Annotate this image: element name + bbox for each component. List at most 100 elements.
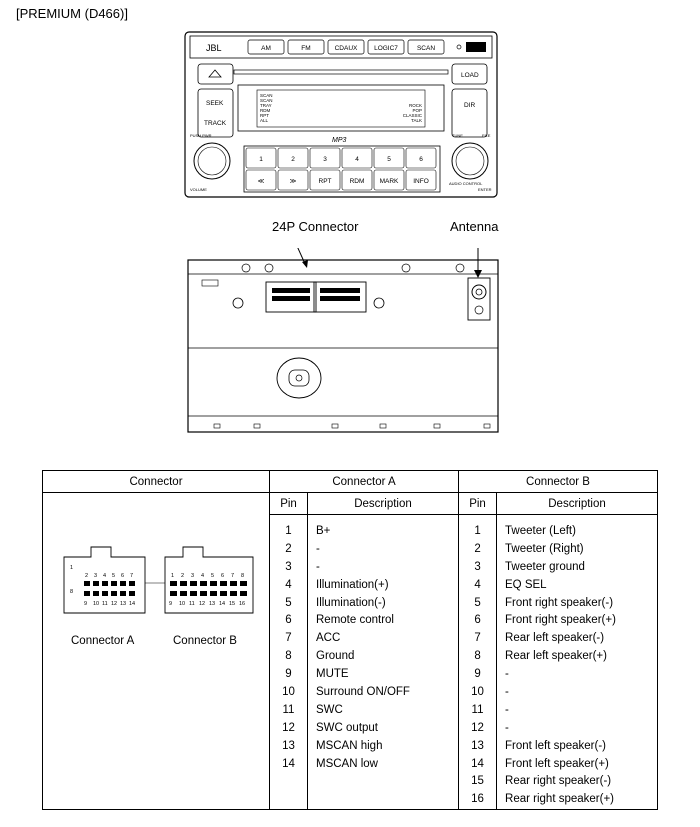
function-button-frame [245, 169, 277, 191]
pin-description: Rear right speaker(-) [505, 775, 612, 788]
preset-button-frame [405, 147, 437, 169]
header-connector: Connector [42, 470, 270, 493]
pin-description: Tweeter ground [505, 560, 585, 573]
volume-label: VOLUME [190, 187, 207, 192]
preset-label: 6 [419, 156, 423, 163]
pin-cell [102, 591, 108, 596]
pin-label: 10 [179, 601, 185, 607]
pin-number: 5 [474, 596, 481, 609]
pin-description: Rear left speaker(-) [505, 632, 605, 645]
pin-description: Surround ON/OFF [316, 686, 410, 699]
pin-label: 2 [85, 573, 88, 579]
desc-header-b: Description [496, 492, 659, 515]
pin-number: 12 [282, 721, 295, 734]
top-button-frame [407, 39, 445, 55]
pin-label: 14 [129, 601, 135, 607]
pin-number: 6 [474, 614, 481, 627]
pin-description: Front left speaker(+) [505, 757, 609, 770]
display-mode-label: RPT [260, 113, 269, 118]
pin-number: 2 [285, 542, 292, 555]
pin-description: Tweeter (Right) [505, 542, 584, 555]
pin-description: Remote control [316, 614, 394, 627]
pin-cell [111, 591, 117, 596]
pin-number: 10 [471, 686, 484, 699]
pin-number: 9 [285, 668, 292, 681]
pin-description: MUTE [316, 668, 349, 681]
display-mode-label: SCAN [260, 98, 273, 103]
pin-label: 2 [181, 573, 184, 579]
desc-a-column: B+--Illumination(+)Illumination(-)Remote… [306, 513, 460, 811]
top-button-frame [287, 39, 325, 55]
top-button-label: SCAN [417, 45, 435, 52]
pin-label: 6 [221, 573, 224, 579]
pin-cell [230, 581, 237, 586]
preset-button-frame [277, 147, 309, 169]
pin-number: 14 [282, 757, 295, 770]
pin-label: 13 [209, 601, 215, 607]
pin-cell [230, 591, 237, 596]
display-genre-label: ROCK [409, 103, 422, 108]
pin-cell [111, 581, 117, 586]
pin-number: 16 [471, 793, 484, 806]
page-title: [PREMIUM (D466)] [16, 6, 128, 21]
display-genre-label: POP [412, 108, 422, 113]
pin-description: - [505, 686, 509, 699]
pin-cell [84, 581, 90, 586]
pin-cell [120, 591, 126, 596]
pin-label: 3 [191, 573, 194, 579]
top-button-label: LOGIC7 [374, 45, 398, 52]
connector-24p-label: 24P Connector [272, 219, 359, 234]
top-button-label: CDAUX [335, 45, 358, 52]
display-mode-label: TRAY [260, 103, 272, 108]
preset-label: 1 [259, 156, 263, 163]
pin-description: Illumination(+) [316, 578, 389, 591]
brand-logo: JBL [206, 43, 222, 53]
pin-number: 9 [474, 668, 481, 681]
pin-label: 10 [93, 601, 99, 607]
pin-cell [102, 581, 108, 586]
enter-label: ENTER [478, 187, 492, 192]
pin-description: MSCAN low [316, 757, 378, 770]
rear-panel-diagram [187, 248, 499, 433]
pin-description: ACC [316, 632, 341, 645]
preset-label: 5 [387, 156, 391, 163]
pin-cell [180, 581, 187, 586]
function-label: ≫ [290, 178, 297, 185]
seek-button: SEEK [206, 100, 224, 107]
pin-number: 13 [471, 739, 484, 752]
load-button: LOAD [461, 72, 479, 79]
antenna-label: Antenna [450, 219, 499, 234]
pin-label: 1 [171, 573, 174, 579]
preset-button-frame [309, 147, 341, 169]
pin-number: 5 [285, 596, 292, 609]
pin-description: Front right speaker(+) [505, 614, 616, 627]
function-label: RDM [350, 178, 365, 185]
pin-number: 6 [285, 614, 292, 627]
pin-label: 7 [231, 573, 234, 579]
preset-label: 2 [291, 156, 295, 163]
display-mode-label: SCAN [260, 93, 273, 98]
pin-description: SWC [316, 703, 343, 716]
pin-number: 7 [285, 632, 292, 645]
tune-label: TUNE [452, 133, 463, 138]
pin-description: - [316, 560, 320, 573]
preset-label: 4 [355, 156, 359, 163]
pin-number: 7 [474, 632, 481, 645]
pin-label: 1 [70, 565, 73, 571]
pin-description: - [505, 668, 509, 681]
pin-description: MSCAN high [316, 739, 383, 752]
pin-description: Tweeter (Left) [505, 525, 576, 537]
pin-description: Ground [316, 650, 355, 663]
pin-cell [129, 591, 135, 596]
top-button-frame [367, 39, 405, 55]
pin-cell [220, 581, 227, 586]
pin-label: 12 [111, 601, 117, 607]
pin-label: 8 [241, 573, 244, 579]
audio-control-label: AUDIO CONTROL [449, 181, 483, 186]
pin-description: B+ [316, 525, 331, 537]
